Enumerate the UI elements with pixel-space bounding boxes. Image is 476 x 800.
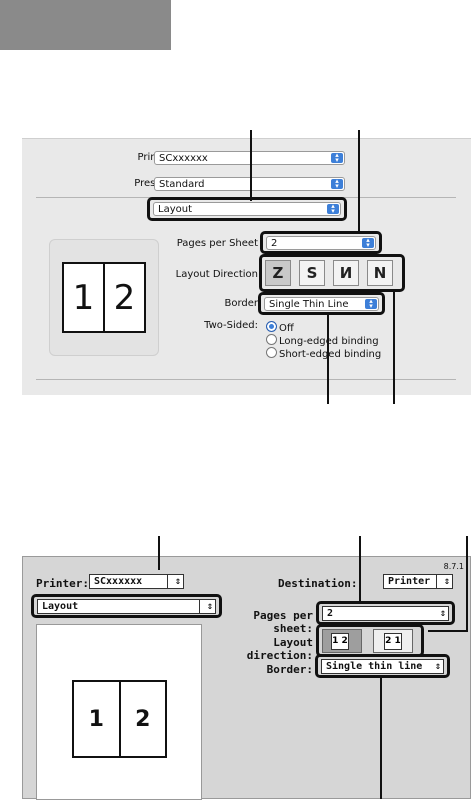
layout-direction-highlight bbox=[259, 254, 405, 292]
preview-page-2: 2 bbox=[103, 264, 144, 331]
direction-n-button[interactable]: N bbox=[367, 260, 393, 286]
border-label: Border bbox=[224, 298, 258, 309]
print-dialog-classic: 8.7.1 Printer: SCxxxxxx ⇕ Destination: P… bbox=[22, 556, 471, 800]
layout-preview: 1 2 bbox=[49, 239, 159, 356]
layout-preview: 1 2 bbox=[36, 624, 202, 800]
preview-page-2: 2 bbox=[118, 682, 166, 756]
presets-value: Standard bbox=[159, 179, 205, 190]
border-label: Border: bbox=[266, 663, 313, 676]
pages-per-sheet-highlight bbox=[260, 231, 382, 254]
separator bbox=[36, 379, 456, 380]
layout-direction-label: Layout Direction bbox=[175, 269, 258, 280]
panel-popup[interactable]: Layout ⇕ bbox=[37, 599, 216, 614]
border-highlight bbox=[315, 654, 450, 678]
destination-popup[interactable]: Printer ⇕ bbox=[383, 574, 453, 589]
pages-per-sheet-label: Pages per sheet: bbox=[253, 609, 313, 635]
callout-line bbox=[466, 536, 468, 632]
border-popup[interactable]: Single thin line ⇕ bbox=[321, 659, 444, 674]
popup-arrows-icon: ▴▾ bbox=[327, 203, 339, 215]
popup-arrows-icon: ▴▾ bbox=[331, 152, 343, 164]
pages-per-sheet-popup[interactable]: 2 ▴▾ bbox=[266, 236, 376, 250]
popup-divider bbox=[199, 600, 200, 613]
two-sided-long-edge-radio[interactable]: Long-edged binding bbox=[266, 334, 379, 347]
destination-value: Printer bbox=[388, 576, 431, 587]
two-sided-short-label: Short-edged binding bbox=[279, 349, 382, 360]
preview-sheet: 1 2 bbox=[72, 680, 167, 758]
panel-highlight bbox=[147, 197, 347, 221]
two-sided-label: Two-Sided: bbox=[204, 320, 258, 331]
printer-popup[interactable]: SCxxxxxx ⇕ bbox=[89, 574, 184, 589]
callout-line bbox=[158, 536, 160, 570]
popup-arrows-icon: ⇕ bbox=[434, 661, 441, 672]
popup-arrows-icon: ⇕ bbox=[439, 608, 446, 619]
two-sided-off-label: Off bbox=[279, 323, 294, 334]
border-highlight bbox=[258, 292, 385, 315]
border-value: Single Thin Line bbox=[269, 299, 349, 310]
callout-line bbox=[428, 630, 468, 632]
callout-line bbox=[380, 676, 382, 799]
radio-selected-icon bbox=[266, 321, 277, 332]
popup-arrows-icon: ▴▾ bbox=[365, 298, 377, 310]
presets-popup[interactable]: Standard ▴▾ bbox=[154, 177, 345, 191]
preview-sheet: 1 2 bbox=[62, 262, 146, 333]
popup-divider bbox=[436, 575, 437, 588]
preview-page-1: 1 bbox=[88, 706, 104, 732]
border-popup[interactable]: Single Thin Line ▴▾ bbox=[264, 297, 379, 311]
border-value: Single thin line bbox=[326, 661, 423, 672]
popup-arrows-icon: ⇕ bbox=[443, 576, 450, 587]
print-dialog-aqua: Printer: SCxxxxxx ▴▾ Presets: Standard ▴… bbox=[22, 138, 471, 395]
callout-line bbox=[250, 130, 252, 201]
version-label: 8.7.1 bbox=[443, 562, 464, 571]
panel-highlight bbox=[31, 594, 222, 618]
direction-reverse-n-button[interactable]: И bbox=[333, 260, 359, 286]
callout-line bbox=[359, 536, 361, 601]
printer-label: Printer: bbox=[36, 577, 89, 590]
layout-direction-label: Layout direction: bbox=[246, 636, 313, 662]
pages-per-sheet-highlight bbox=[316, 601, 455, 625]
direction-z-button[interactable]: Z bbox=[265, 260, 291, 286]
page-icon-2: 2 1 bbox=[384, 633, 402, 650]
direction-left-to-right-button[interactable]: 1 2 bbox=[322, 629, 362, 653]
printer-popup[interactable]: SCxxxxxx ▴▾ bbox=[154, 151, 345, 165]
pages-per-sheet-value: 2 bbox=[271, 238, 278, 249]
panel-popup[interactable]: Layout ▴▾ bbox=[153, 202, 341, 216]
popup-arrows-icon: ▴▾ bbox=[362, 237, 374, 249]
popup-divider bbox=[167, 575, 168, 588]
pages-per-sheet-value: 2 bbox=[327, 608, 334, 619]
two-sided-off-radio[interactable]: Off bbox=[266, 321, 294, 334]
printer-value: SCxxxxxx bbox=[159, 153, 208, 164]
two-sided-short-edge-radio[interactable]: Short-edged binding bbox=[266, 347, 381, 360]
callout-line bbox=[393, 291, 395, 404]
radio-icon bbox=[266, 347, 277, 358]
preview-page-1: 1 bbox=[72, 277, 95, 318]
popup-arrows-icon: ▴▾ bbox=[331, 178, 343, 190]
corner-gray-block bbox=[0, 0, 171, 50]
page-icon-1: 1 2 bbox=[331, 633, 349, 650]
pages-per-sheet-popup[interactable]: 2 ⇕ bbox=[322, 606, 449, 621]
callout-line bbox=[327, 314, 329, 404]
popup-arrows-icon: ⇕ bbox=[206, 601, 213, 612]
printer-value: SCxxxxxx bbox=[94, 576, 143, 587]
panel-value: Layout bbox=[158, 204, 192, 215]
radio-icon bbox=[266, 334, 277, 345]
callout-line bbox=[358, 130, 360, 233]
pages-per-sheet-label: Pages per Sheet bbox=[176, 238, 258, 249]
popup-arrows-icon: ⇕ bbox=[174, 576, 181, 587]
direction-s-button[interactable]: S bbox=[299, 260, 325, 286]
destination-label: Destination: bbox=[278, 577, 358, 590]
panel-value: Layout bbox=[42, 601, 79, 612]
direction-right-to-left-button[interactable]: 2 1 bbox=[373, 629, 413, 653]
